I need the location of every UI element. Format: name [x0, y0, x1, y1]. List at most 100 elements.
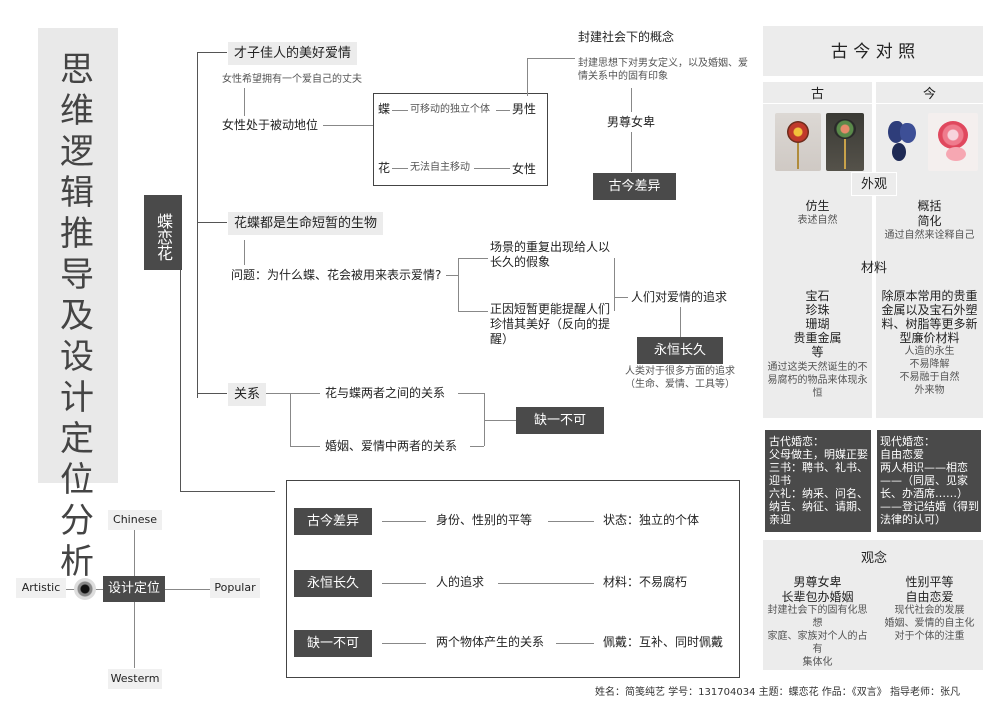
- branch3-result: 缺一不可: [516, 407, 604, 434]
- connector-line: [180, 491, 275, 492]
- old-concept-title: 男尊女卑 长辈包办婚姻: [781, 575, 854, 604]
- branch3-line-top: [290, 393, 320, 394]
- branch1-result: 古今差异: [593, 173, 676, 200]
- target-icon: [74, 578, 96, 600]
- branch2-sub-line: [244, 240, 245, 265]
- summary-end-2: 材料：不易腐朽: [603, 575, 688, 589]
- new-brooch-image-1: [880, 113, 924, 171]
- branch2-question: 问题：为什么蝶、花会被用来表示爱情?: [231, 268, 442, 282]
- position-center: 设计定位: [103, 576, 165, 602]
- footer-credits: 姓名：简笺纯艺 学号：131704034 主题：蝶恋花 作品：《双言》 指导老师…: [595, 687, 960, 698]
- appearance-label: 外观: [860, 177, 887, 192]
- new-material-desc: 人造的永生 不易降解 不易融于自然 外来物: [899, 346, 960, 396]
- central-node: 蝶恋花: [144, 195, 182, 270]
- branch2-split-bot: [458, 311, 488, 312]
- new-appearance-desc: 通过自然来诠释自己: [884, 230, 975, 241]
- compare-old-header: 古: [810, 87, 824, 102]
- material-label: 材料: [860, 261, 887, 276]
- box-line-bot-a: [392, 168, 408, 169]
- summary-line-2b: [498, 583, 594, 584]
- summary-line-1b: [548, 521, 594, 522]
- branch3-join-h: [484, 420, 516, 421]
- summary-mid-2: 人的追求: [436, 575, 485, 589]
- box-flower: 花: [378, 161, 391, 175]
- compare-title-box: [763, 26, 983, 76]
- central-node-label: 蝶恋花: [154, 213, 173, 261]
- branch2-pursuit-line: [680, 307, 681, 337]
- concept-line-a: [527, 58, 575, 59]
- summary-line-2a: [382, 583, 426, 584]
- box-line-top-b: [496, 110, 510, 111]
- concept-desc: 封建思想下对男女定义，以及婚姻、爱情关系中的固有印象: [578, 58, 748, 82]
- branch2-join-v: [614, 258, 615, 311]
- branch2-heading: 花蝶都是生命短暂的生物: [228, 212, 384, 235]
- concept-label: 男尊女卑: [607, 115, 656, 129]
- summary-line-3a: [382, 643, 426, 644]
- summary-end-3: 佩戴：互补、同时佩戴: [603, 635, 724, 649]
- branch2-connector: [197, 222, 227, 223]
- concept-line-d: [631, 132, 632, 172]
- summary-tag-3: 缺一不可: [294, 630, 372, 657]
- old-hairpin-image-1: [775, 113, 821, 171]
- branch2-answer-2: 正因短暂更能提醒人们珍惜其美好（反向的提醒）: [490, 302, 611, 346]
- old-concept-desc: 封建社会下的固有化思想 家庭、家族对个人的占有 集体化: [767, 605, 868, 668]
- old-material-title: 宝石 珍珠 珊瑚 贵重金属 等: [793, 289, 842, 359]
- branch3-line-v: [290, 393, 291, 446]
- old-appearance-desc: 表述自然: [797, 215, 838, 226]
- branch2-result-desc: 人类对于很多方面的追求（生命、爱情、工具等）: [625, 366, 735, 390]
- summary-box: [286, 480, 740, 678]
- summary-mid-1: 身份、性别的平等: [436, 513, 533, 527]
- box-immobile: 无法自主移动: [410, 162, 470, 173]
- branch2-split-top: [458, 258, 488, 259]
- concept-line-b: [527, 58, 528, 96]
- new-appearance-title: 概括 简化: [917, 199, 942, 228]
- summary-mid-3: 两个物体产生的关系: [436, 635, 545, 649]
- title-panel: [38, 28, 118, 483]
- position-left: Artistic: [16, 578, 66, 598]
- branch3-connector: [197, 393, 227, 394]
- branch3-join-top: [458, 393, 484, 394]
- concept-title: 封建社会下的概念: [578, 30, 675, 44]
- compare-header-bar: [763, 103, 983, 104]
- old-marriage-box: [765, 430, 871, 532]
- trunk-line-upper: [197, 52, 198, 398]
- old-hairpin-image-2: [826, 113, 864, 171]
- branch3-line-h: [266, 393, 290, 394]
- summary-line-1a: [382, 521, 426, 522]
- branch3-join-bot: [470, 446, 484, 447]
- branch3-join-v: [484, 393, 485, 446]
- butterfly-flower-box: [373, 93, 548, 186]
- branch3-heading: 关系: [228, 383, 267, 406]
- branch1-sub-line: [244, 88, 245, 116]
- branch1-connector: [197, 52, 227, 53]
- compare-new-header: 今: [922, 87, 936, 102]
- concept-panel: [763, 540, 983, 670]
- branch2-join-h: [614, 297, 628, 298]
- position-bottom: Westerm: [108, 669, 162, 689]
- branch2-result: 永恒长久: [637, 337, 723, 364]
- branch2-split-h: [446, 275, 458, 276]
- branch3-relation-2: 婚姻、爱情中两者的关系: [325, 439, 458, 453]
- box-male: 男性: [512, 102, 537, 116]
- new-material-title: 除原本常用的贵重金属以及宝石外塑料、树脂等更多新型廉价材料: [881, 289, 978, 345]
- summary-tag-2: 永恒长久: [294, 570, 372, 597]
- appearance-label-box: [851, 172, 897, 196]
- branch1-passive: 女性处于被动地位: [222, 118, 319, 132]
- branch3-relation-1: 花与蝶两者之间的关系: [325, 386, 446, 400]
- branch1-passive-line: [323, 125, 373, 126]
- branch1-heading: 才子佳人的美好爱情: [228, 42, 358, 65]
- compare-title: 古 今 对 照: [830, 42, 916, 62]
- box-line-bot-b: [474, 168, 510, 169]
- branch3-line-bot: [290, 446, 320, 447]
- old-marriage-text: 古代婚恋： 父母做主，明媒正娶 三书：聘书、礼书、迎书 六礼：纳采、问名、纳吉、…: [769, 435, 868, 526]
- branch2-pursuit: 人们对爱情的追求: [631, 290, 728, 304]
- concept-section-label: 观念: [860, 551, 887, 566]
- box-butterfly: 蝶: [378, 102, 391, 116]
- box-female: 女性: [512, 162, 537, 176]
- new-brooch-image-2: [928, 113, 978, 171]
- summary-end-1: 状态：独立的个体: [603, 513, 700, 527]
- position-top: Chinese: [108, 510, 162, 530]
- new-marriage-box: [877, 430, 981, 532]
- old-appearance-title: 仿生: [805, 199, 830, 213]
- concept-line-c: [631, 88, 632, 112]
